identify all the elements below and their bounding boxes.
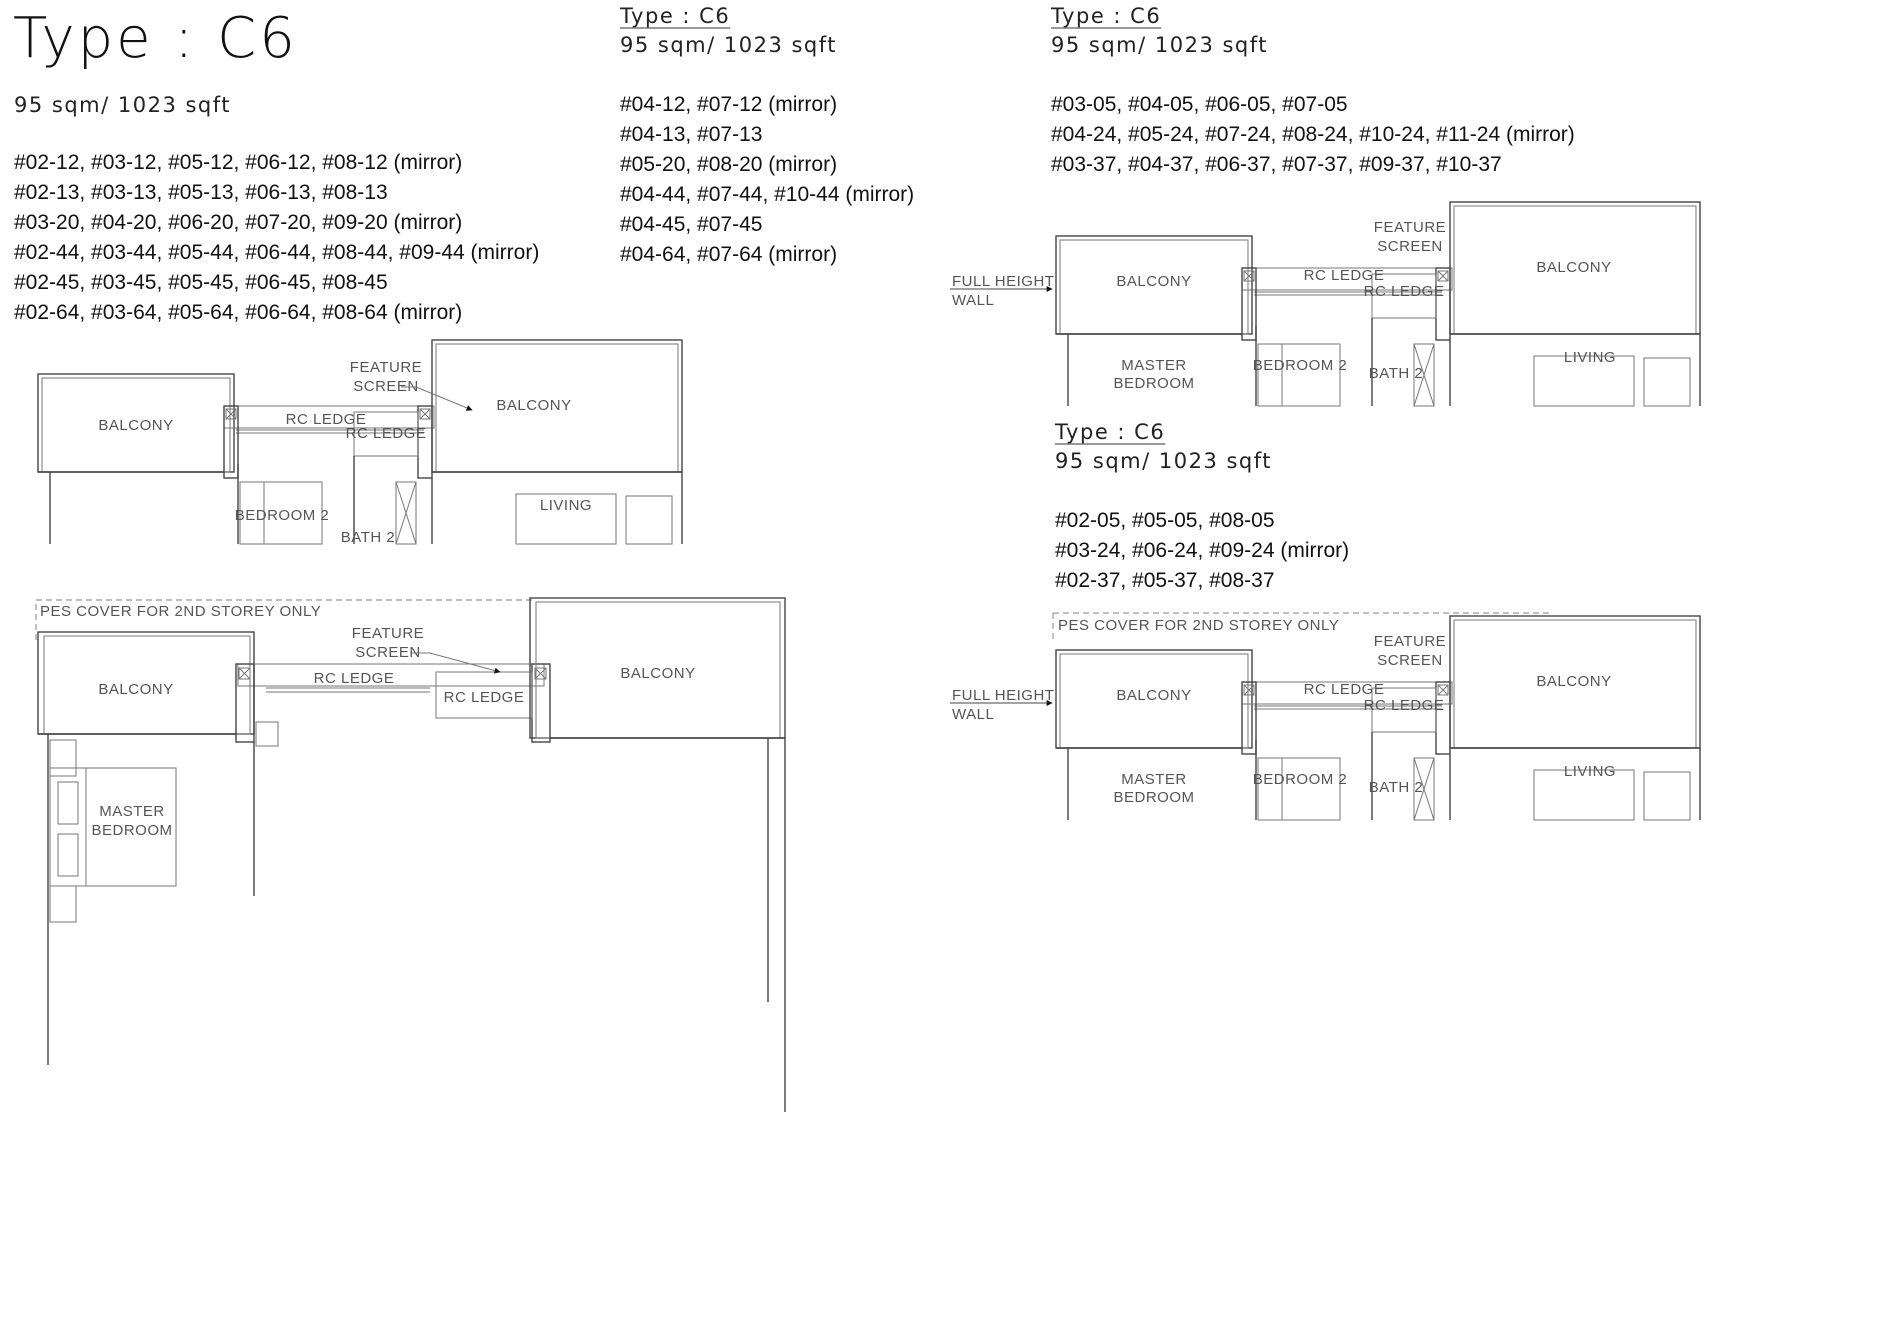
unit-row: #02-44, #03-44, #05-44, #06-44, #08-44, … bbox=[14, 241, 540, 264]
unit-row: #02-37, #05-37, #08-37 bbox=[1055, 569, 1275, 592]
svg-text:RC LEDGE: RC LEDGE bbox=[1364, 697, 1445, 714]
svg-text:BATH 2: BATH 2 bbox=[1369, 779, 1423, 796]
svg-text:BEDROOM 2: BEDROOM 2 bbox=[235, 507, 330, 524]
svg-text:RC LEDGE: RC LEDGE bbox=[444, 689, 525, 706]
svg-text:FEATURE: FEATURE bbox=[352, 625, 424, 642]
svg-text:SCREEN: SCREEN bbox=[1377, 238, 1443, 255]
variant-a-area: 95 sqm/ 1023 sqft bbox=[620, 33, 838, 57]
variant-b-title: Type : C6 bbox=[1051, 4, 1162, 28]
partial-plan-variant-a: BALCONY RC LEDGE RC LEDGE FEATURE SCREEN… bbox=[37, 339, 683, 546]
unit-row: #04-45, #07-45 bbox=[620, 213, 763, 236]
svg-text:BATH 2: BATH 2 bbox=[341, 529, 395, 546]
svg-text:RC LEDGE: RC LEDGE bbox=[314, 670, 395, 687]
svg-text:BEDROOM: BEDROOM bbox=[1113, 789, 1194, 806]
svg-text:WALL: WALL bbox=[952, 706, 994, 723]
svg-text:MASTER: MASTER bbox=[99, 803, 165, 820]
svg-text:FULL HEIGHT: FULL HEIGHT bbox=[952, 687, 1054, 704]
partial-plan-variant-c: BALCONY RC LEDGE RC LEDGE FEATURE SCREEN… bbox=[1055, 615, 1701, 821]
svg-text:RC LEDGE: RC LEDGE bbox=[286, 411, 367, 428]
unit-row: #03-20, #04-20, #06-20, #07-20, #09-20 (… bbox=[14, 211, 463, 234]
full-height-wall-note-b: FULL HEIGHT WALL bbox=[950, 273, 1054, 309]
svg-text:MASTER: MASTER bbox=[1121, 771, 1187, 788]
unit-row: #04-12, #07-12 (mirror) bbox=[620, 93, 838, 116]
unit-row: #02-64, #03-64, #05-64, #06-64, #08-64 (… bbox=[14, 301, 463, 324]
unit-list-main: #02-12, #03-12, #05-12, #06-12, #08-12 (… bbox=[14, 148, 539, 328]
svg-text:BALCONY: BALCONY bbox=[496, 397, 571, 414]
variant-a-title: Type : C6 bbox=[620, 4, 731, 28]
svg-text:LIVING: LIVING bbox=[1564, 349, 1616, 366]
svg-text:MASTER: MASTER bbox=[1121, 357, 1187, 374]
unit-row: #03-37, #04-37, #06-37, #07-37, #09-37, … bbox=[1051, 153, 1502, 176]
svg-text:FULL HEIGHT: FULL HEIGHT bbox=[952, 273, 1054, 290]
unit-row: #04-44, #07-44, #10-44 (mirror) bbox=[620, 183, 915, 206]
unit-row: #02-13, #03-13, #05-13, #06-13, #08-13 bbox=[14, 181, 388, 204]
svg-text:BEDROOM 2: BEDROOM 2 bbox=[1253, 357, 1348, 374]
svg-text:BALCONY: BALCONY bbox=[1116, 687, 1191, 704]
unit-row: #04-24, #05-24, #07-24, #08-24, #10-24, … bbox=[1051, 123, 1575, 146]
svg-text:FEATURE: FEATURE bbox=[350, 359, 422, 376]
pes-cover-label: PES COVER FOR 2ND STOREY ONLY bbox=[1058, 617, 1339, 634]
svg-text:SCREEN: SCREEN bbox=[355, 644, 421, 661]
unit-list-variant-c: #02-05, #05-05, #08-05 #03-24, #06-24, #… bbox=[1055, 506, 1349, 596]
unit-row: #05-20, #08-20 (mirror) bbox=[620, 153, 838, 176]
svg-text:BEDROOM: BEDROOM bbox=[91, 822, 172, 839]
full-height-wall-note-c: FULL HEIGHT WALL bbox=[950, 687, 1054, 723]
unit-row: #02-45, #03-45, #05-45, #06-45, #08-45 bbox=[14, 271, 388, 294]
svg-text:RC LEDGE: RC LEDGE bbox=[1304, 267, 1385, 284]
svg-text:SCREEN: SCREEN bbox=[1377, 652, 1443, 669]
variant-c-area: 95 sqm/ 1023 sqft bbox=[1055, 449, 1273, 473]
svg-text:BALCONY: BALCONY bbox=[1116, 273, 1191, 290]
svg-text:WALL: WALL bbox=[952, 292, 994, 309]
svg-text:BALCONY: BALCONY bbox=[1536, 673, 1611, 690]
svg-text:BALCONY: BALCONY bbox=[98, 681, 173, 698]
main-floor-plan: PES COVER FOR 2ND STOREY ONLY BALCONY RC… bbox=[35, 597, 786, 1112]
unit-area: 95 sqm/ 1023 sqft bbox=[14, 93, 232, 117]
unit-row: #02-12, #03-12, #05-12, #06-12, #08-12 (… bbox=[14, 151, 463, 174]
svg-text:BATH 2: BATH 2 bbox=[1369, 365, 1423, 382]
svg-text:RC LEDGE: RC LEDGE bbox=[1304, 681, 1385, 698]
unit-row: #04-64, #07-64 (mirror) bbox=[620, 243, 838, 266]
unit-row: #04-13, #07-13 bbox=[620, 123, 763, 146]
unit-list-variant-a: #04-12, #07-12 (mirror) #04-13, #07-13 #… bbox=[620, 90, 914, 270]
svg-text:RC LEDGE: RC LEDGE bbox=[346, 425, 427, 442]
variant-b-area: 95 sqm/ 1023 sqft bbox=[1051, 33, 1269, 57]
svg-text:LIVING: LIVING bbox=[540, 497, 592, 514]
svg-text:BEDROOM 2: BEDROOM 2 bbox=[1253, 771, 1348, 788]
svg-text:FEATURE: FEATURE bbox=[1374, 633, 1446, 650]
svg-text:SCREEN: SCREEN bbox=[353, 378, 419, 395]
svg-text:BEDROOM: BEDROOM bbox=[1113, 375, 1194, 392]
pes-cover-label: PES COVER FOR 2ND STOREY ONLY bbox=[40, 603, 321, 620]
svg-text:BALCONY: BALCONY bbox=[98, 417, 173, 434]
svg-text:FEATURE: FEATURE bbox=[1374, 219, 1446, 236]
variant-c-title: Type : C6 bbox=[1055, 420, 1166, 444]
page-title: Type : C6 bbox=[13, 6, 298, 71]
svg-text:RC LEDGE: RC LEDGE bbox=[1364, 283, 1445, 300]
unit-list-variant-b: #03-05, #04-05, #06-05, #07-05 #04-24, #… bbox=[1051, 90, 1575, 180]
svg-text:LIVING: LIVING bbox=[1564, 763, 1616, 780]
unit-row: #03-05, #04-05, #06-05, #07-05 bbox=[1051, 93, 1348, 116]
unit-row: #02-05, #05-05, #08-05 bbox=[1055, 509, 1275, 532]
svg-text:BALCONY: BALCONY bbox=[1536, 259, 1611, 276]
partial-plan-variant-b: BALCONY RC LEDGE RC LEDGE FEATURE SCREEN… bbox=[1055, 201, 1701, 407]
unit-row: #03-24, #06-24, #09-24 (mirror) bbox=[1055, 539, 1350, 562]
svg-text:BALCONY: BALCONY bbox=[620, 665, 695, 682]
